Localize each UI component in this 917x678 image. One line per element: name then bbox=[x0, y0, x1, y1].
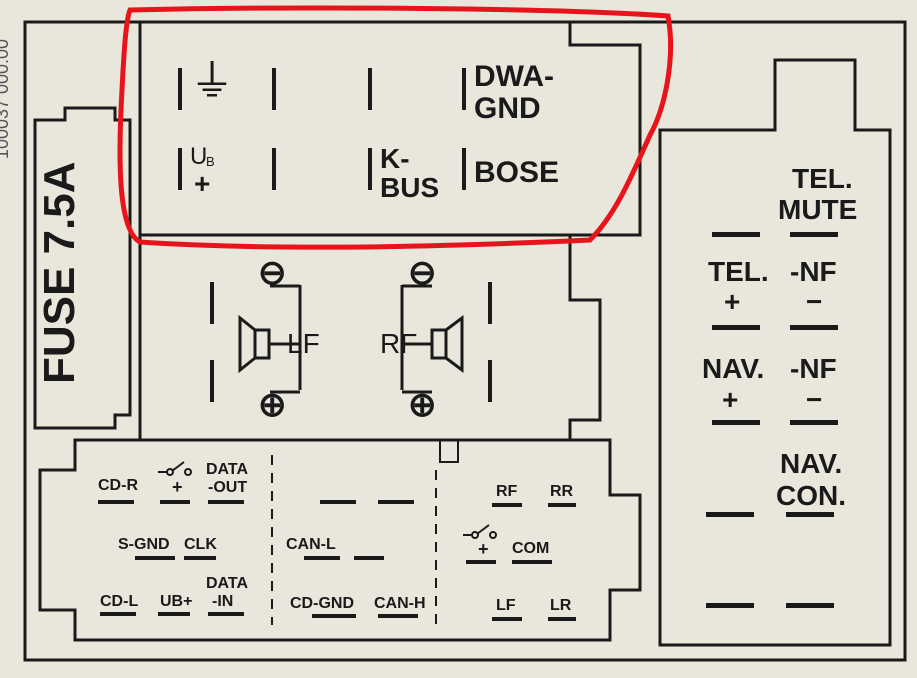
cd-r-label: CD-R bbox=[98, 477, 138, 494]
dwa-gnd-label-1: DWA- bbox=[474, 60, 554, 93]
lf-bottom-label: LF bbox=[496, 597, 516, 614]
ub-plus-bottom-label: UB+ bbox=[160, 593, 193, 610]
pin-ub-plus bbox=[158, 612, 190, 616]
lf-speaker-label: LF bbox=[287, 328, 320, 359]
pin-b4 bbox=[320, 500, 356, 504]
pin-rr bbox=[548, 503, 576, 507]
lf-plus-icon: ⊕ bbox=[258, 386, 287, 424]
pin-can-h bbox=[378, 614, 418, 618]
pin-com bbox=[512, 560, 552, 564]
pin-can-l bbox=[304, 556, 340, 560]
pin-rf-minus bbox=[488, 282, 492, 324]
dwa-gnd-label-2: GND bbox=[474, 92, 541, 125]
nf1-label-1: -NF bbox=[790, 256, 837, 287]
switch-icon bbox=[158, 461, 192, 476]
data-out-label-2: -OUT bbox=[208, 479, 248, 496]
kbus-label-2: BUS bbox=[380, 172, 440, 203]
pin-lf bbox=[492, 617, 522, 621]
ground-icon: ⏚ bbox=[190, 57, 234, 106]
red-highlight-outline bbox=[117, 5, 674, 250]
lf-minus-icon: ⊖ bbox=[258, 254, 287, 292]
lr-label: LR bbox=[550, 597, 572, 614]
nav-label-2: + bbox=[722, 384, 739, 415]
pin-lf-plus bbox=[210, 360, 214, 402]
pin-r1 bbox=[712, 232, 760, 237]
pin-nav-con bbox=[786, 512, 834, 517]
pin-lf-minus bbox=[210, 282, 214, 324]
pin-b5 bbox=[378, 500, 414, 504]
side-serial-text: 100037 000.00 bbox=[0, 38, 13, 160]
pin-data-out bbox=[208, 500, 244, 504]
pin-5 bbox=[272, 148, 276, 190]
switch-icon-2 bbox=[463, 524, 497, 539]
nf1-label-2: − bbox=[806, 286, 823, 317]
pin-dwa-gnd bbox=[462, 68, 466, 110]
pin-cd-l bbox=[100, 612, 136, 616]
pin-s-gnd bbox=[135, 556, 175, 560]
pin-nav-plus bbox=[712, 420, 760, 425]
data-in-label-2: -IN bbox=[212, 593, 234, 610]
can-l-label: CAN-L bbox=[286, 536, 336, 553]
left-speaker-icon bbox=[238, 284, 302, 394]
pin-ub bbox=[178, 148, 182, 190]
clk-label: CLK bbox=[184, 536, 217, 553]
com-label: COM bbox=[512, 540, 550, 557]
tel-mute-label-2: MUTE bbox=[778, 194, 858, 225]
navcon-label-2: CON. bbox=[776, 480, 846, 511]
tel-label-2: + bbox=[724, 286, 741, 317]
nf2-label-2: − bbox=[806, 384, 823, 415]
pin-tel-nf bbox=[790, 325, 838, 330]
tel-mute-label-1: TEL. bbox=[792, 163, 853, 194]
rf-plus-icon: ⊕ bbox=[408, 386, 437, 424]
pin-kbus bbox=[368, 148, 372, 190]
pin-cd-gnd bbox=[312, 614, 356, 618]
pin-r11 bbox=[706, 603, 754, 608]
pin-bose bbox=[462, 148, 466, 190]
pin-switch-plus bbox=[160, 500, 190, 504]
navcon-label-1: NAV. bbox=[780, 448, 843, 479]
nf2-label-1: -NF bbox=[790, 353, 837, 384]
rf-minus-icon: ⊖ bbox=[408, 254, 437, 292]
pin-rf bbox=[492, 503, 522, 507]
pin-2 bbox=[272, 68, 276, 110]
cd-gnd-label: CD-GND bbox=[290, 595, 354, 612]
fuse-label: FUSE 7.5A bbox=[35, 161, 84, 384]
pin-rf-plus bbox=[488, 360, 492, 402]
kbus-label-1: K- bbox=[380, 143, 410, 174]
pin-switch-plus-2 bbox=[466, 560, 496, 564]
pin-nav-nf bbox=[790, 420, 838, 425]
pin-cd-r bbox=[98, 500, 134, 504]
switch-plus-label-2: + bbox=[478, 539, 489, 559]
rf-bottom-label: RF bbox=[496, 483, 518, 500]
rr-label: RR bbox=[550, 483, 574, 500]
pin-r12 bbox=[786, 603, 834, 608]
ub-label: U bbox=[190, 143, 208, 170]
can-h-label: CAN-H bbox=[374, 595, 426, 612]
s-gnd-label: S-GND bbox=[118, 536, 170, 553]
rf-speaker-label: RF bbox=[380, 328, 418, 359]
cd-l-label: CD-L bbox=[100, 593, 139, 610]
pin-tel-mute bbox=[790, 232, 838, 237]
pin-tel-plus bbox=[712, 325, 760, 330]
pin-lr bbox=[548, 617, 576, 621]
data-in-label-1: DATA bbox=[206, 575, 249, 592]
data-out-label-1: DATA bbox=[206, 461, 249, 478]
pin-data-in bbox=[208, 612, 244, 616]
ub-plus-label: + bbox=[194, 168, 211, 199]
pin-3 bbox=[368, 68, 372, 110]
ub-sub-label: B bbox=[206, 154, 215, 169]
bose-label: BOSE bbox=[474, 156, 560, 189]
pin-clk bbox=[184, 556, 216, 560]
tel-label-1: TEL. bbox=[708, 256, 769, 287]
pin-r9 bbox=[706, 512, 754, 517]
switch-plus-label: + bbox=[172, 477, 183, 497]
pin-b9 bbox=[354, 556, 384, 560]
right-speaker-icon bbox=[400, 284, 464, 394]
nav-label-1: NAV. bbox=[702, 353, 765, 384]
pin-1 bbox=[178, 68, 182, 110]
